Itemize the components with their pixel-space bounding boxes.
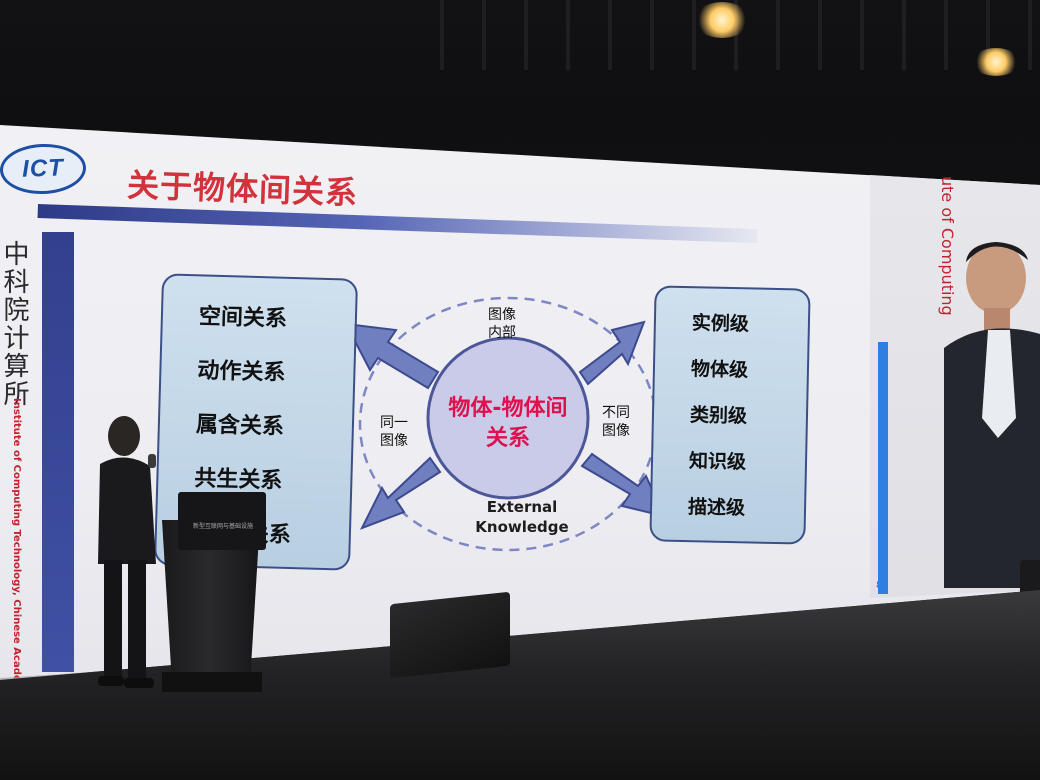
podium-base xyxy=(162,672,262,692)
right-level-box: 实例级 物体级 类别级 知识级 描述级 xyxy=(649,285,811,545)
center-label: 物体-物体间 关系 xyxy=(428,394,588,454)
level-item-object: 物体级 xyxy=(690,358,749,382)
institute-name-vertical: Institute of Computing Technology, Chine… xyxy=(11,398,22,766)
arrow-upper-left xyxy=(344,322,440,390)
top-label: 图像 内部 xyxy=(480,306,524,342)
podium-sign: 新型互联网与基础设施 xyxy=(192,523,253,530)
stage-monitor-speaker xyxy=(390,591,510,679)
arrow-upper-right xyxy=(578,320,646,386)
level-item-knowledge: 知识级 xyxy=(688,450,747,474)
level-item-description: 描述级 xyxy=(687,496,746,520)
relation-item-spatial: 空间关系 xyxy=(198,304,288,332)
calligraphy-text: 中科院计算所 xyxy=(0,240,29,408)
ceiling xyxy=(0,0,1040,170)
top-label-line2: 内部 xyxy=(488,325,516,341)
left-label-line2: 图像 xyxy=(380,433,408,449)
right-label-line1: 不同 xyxy=(602,405,630,421)
left-decorative-bar xyxy=(42,232,74,672)
left-label: 同一 图像 xyxy=(372,414,416,450)
arrow-lower-left xyxy=(359,456,442,530)
stage-light-left xyxy=(694,2,750,38)
institute-text-right: ute of Computing xyxy=(938,176,957,316)
relation-item-action: 动作关系 xyxy=(197,358,286,386)
presenter-figure xyxy=(98,416,156,688)
relation-item-cooccurrence: 共生关系 xyxy=(194,466,283,494)
center-circle xyxy=(426,336,590,500)
stage-light-right xyxy=(972,48,1020,76)
center-label-line2: 关系 xyxy=(485,426,530,451)
blue-stripe xyxy=(878,342,888,594)
left-label-line1: 同一 xyxy=(380,415,408,431)
right-label-line2: 图像 xyxy=(602,423,630,439)
top-label-line1: 图像 xyxy=(488,307,516,323)
level-item-category: 类别级 xyxy=(689,404,748,428)
video-speaker-figure xyxy=(944,242,1040,588)
bottom-label-line1: External xyxy=(486,498,558,516)
bottom-label-line2: Knowledge xyxy=(475,518,569,536)
podium-top xyxy=(178,492,266,550)
external-knowledge-label: External Knowledge xyxy=(462,497,582,537)
level-item-instance: 实例级 xyxy=(691,312,750,336)
right-label: 不同 图像 xyxy=(594,404,638,440)
center-label-line1: 物体-物体间 xyxy=(448,396,568,421)
relation-item-containment: 属含关系 xyxy=(195,412,285,440)
